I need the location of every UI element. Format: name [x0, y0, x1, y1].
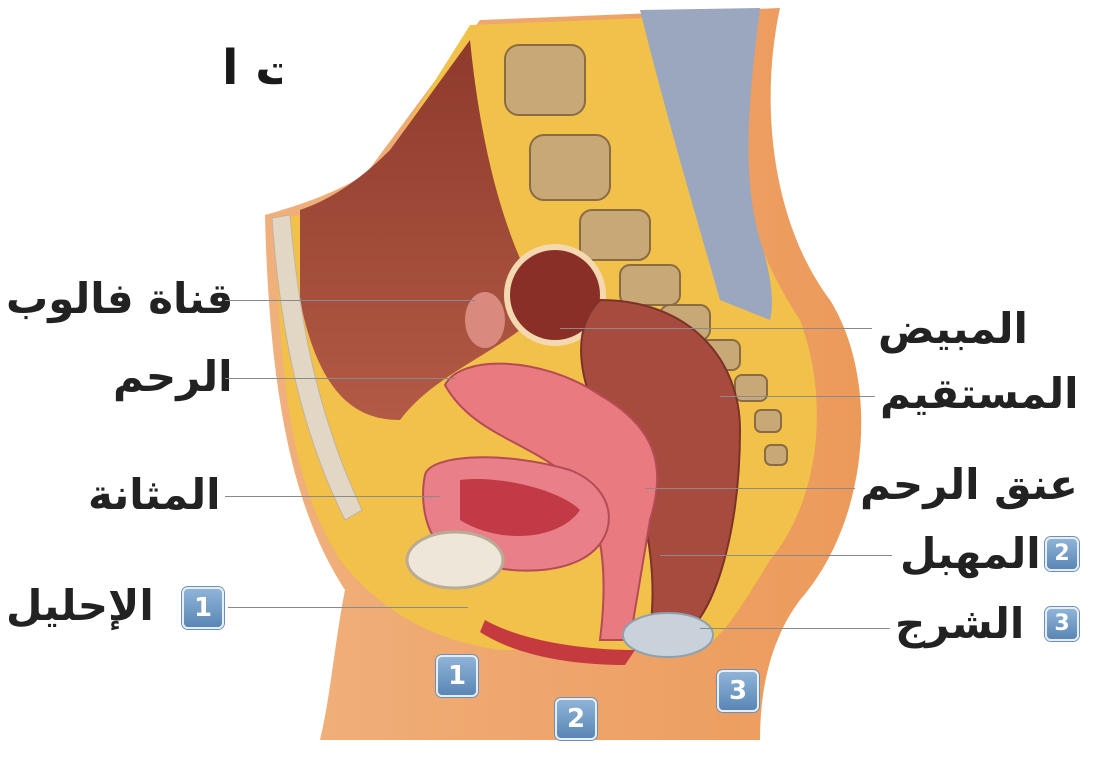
badge-anus: 3: [1045, 607, 1079, 641]
leader-ovary: [560, 328, 872, 329]
label-uterus: الرحم: [113, 356, 233, 398]
label-bladder: المثانة: [88, 474, 220, 516]
leader-urethra: [228, 607, 468, 608]
label-rectum: المستقيم: [880, 373, 1079, 415]
diagram-badge-1: 1: [436, 655, 478, 697]
label-vagina: المهبل: [900, 533, 1041, 575]
page-title: الفتحات ا: [222, 40, 282, 96]
label-urethra: الإحليل: [6, 585, 154, 627]
badge-urethra: 1: [182, 587, 224, 629]
leader-bladder: [225, 496, 440, 497]
diagram-badge-3: 3: [717, 670, 759, 712]
label-anus: الشرج: [895, 603, 1024, 645]
label-cervix: عنق الرحم: [860, 464, 1078, 506]
leader-uterus: [225, 378, 455, 379]
badge-vagina: 2: [1045, 537, 1079, 571]
leader-anus: [700, 628, 890, 629]
label-ovary: المبيض: [878, 308, 1028, 350]
leader-rectum: [720, 396, 875, 397]
anal-sphincter: [623, 613, 713, 657]
leader-vagina: [660, 555, 892, 556]
leader-fallopian-tube: [225, 300, 475, 301]
pubic-bone: [407, 532, 503, 588]
title-clip: الفتحات ا: [0, 40, 282, 110]
label-fallopian-tube: قناة فالوب: [6, 278, 233, 320]
leader-cervix: [645, 488, 855, 489]
diagram-badge-2: 2: [555, 698, 597, 740]
